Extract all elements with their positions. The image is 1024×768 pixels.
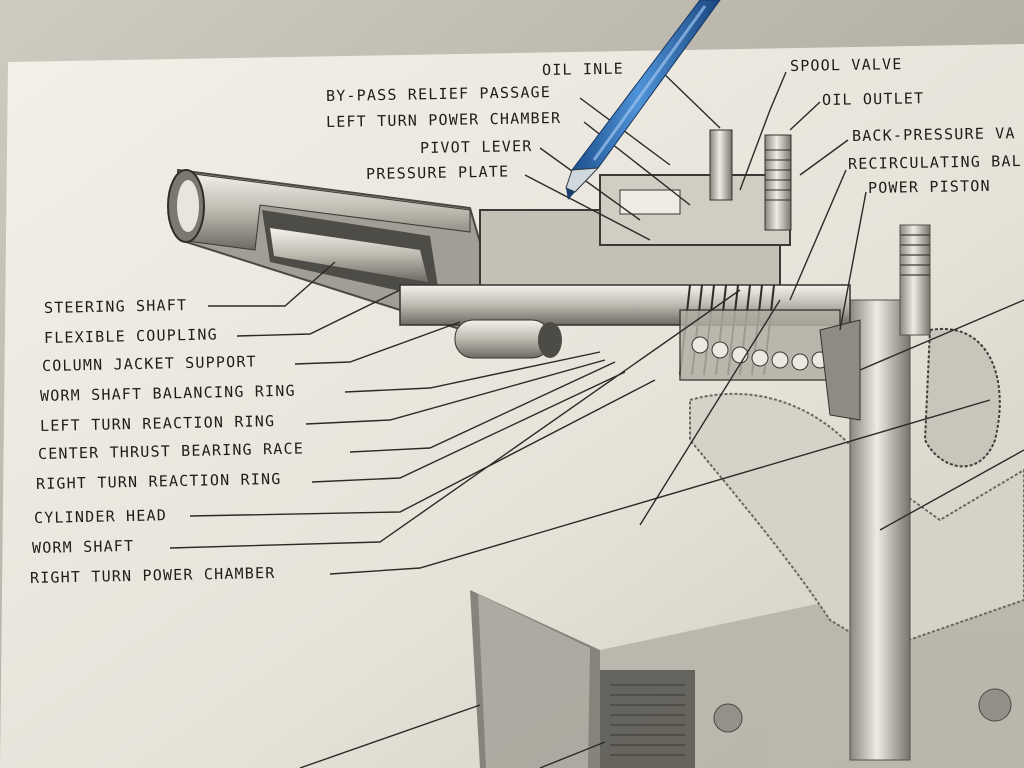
label-cylinder-head: CYLINDER HEAD: [33, 506, 168, 527]
label-back-pressure-valve: BACK-PRESSURE VA: [851, 124, 1016, 145]
label-recirculating-balls: RECIRCULATING BAL: [847, 151, 1023, 173]
label-power-piston: POWER PISTON: [867, 176, 991, 197]
sector-housing: [689, 224, 1024, 761]
label-bypass-relief-passage: BY-PASS RELIEF PASSAGE: [325, 83, 552, 105]
label-spool-valve: SPOOL VALVE: [789, 55, 903, 75]
ballpoint-pen-photo-object: [565, 0, 721, 200]
label-oil-outlet: OIL OUTLET: [821, 89, 925, 109]
label-flexible-coupling: FLEXIBLE COUPLING: [43, 325, 219, 347]
worm-shaft-assembly: [399, 284, 861, 421]
leader-lines: [169, 261, 1024, 768]
label-left-turn-power-chamber: LEFT TURN POWER CHAMBER: [325, 108, 562, 131]
leader-lines-top: [524, 69, 867, 331]
label-worm-shaft: WORM SHAFT: [31, 536, 135, 557]
label-steering-shaft: STEERING SHAFT: [43, 296, 188, 317]
label-column-jacket-support: COLUMN JACKET SUPPORT: [41, 352, 258, 375]
label-pressure-plate: PRESSURE PLATE: [365, 162, 510, 183]
label-pivot-lever: PIVOT LEVER: [419, 137, 533, 157]
label-oil-inlet: OIL INLE: [541, 59, 625, 79]
